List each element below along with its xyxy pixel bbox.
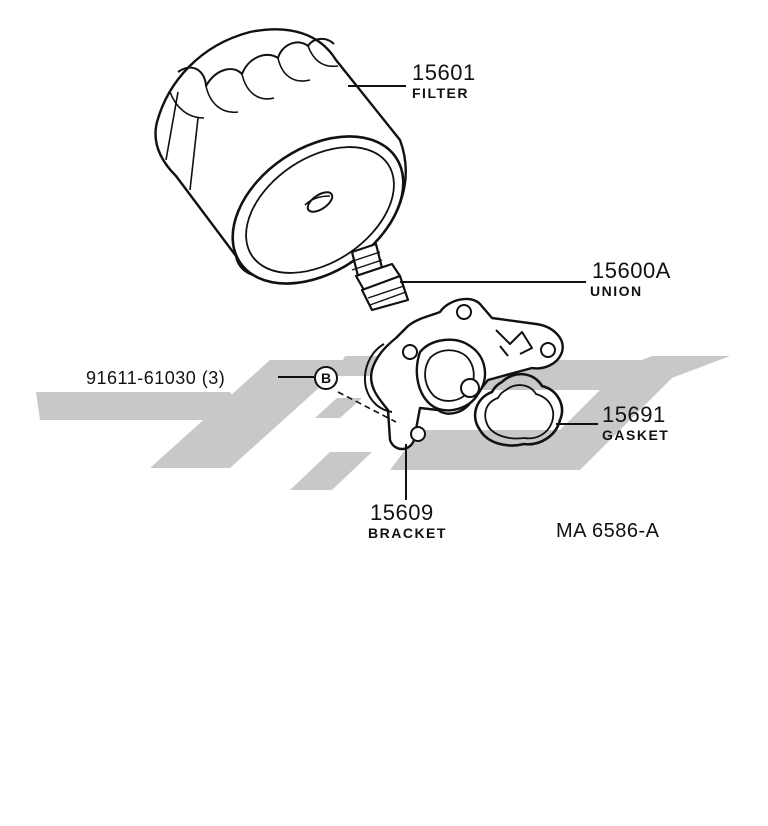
oil-filter-drawing <box>154 28 407 285</box>
watermark-logo <box>36 356 730 490</box>
gasket-drawing <box>473 372 564 447</box>
union-drawing <box>349 242 410 312</box>
union-part-number: 15600A <box>592 258 671 283</box>
diagram-code: MA 6586-A <box>556 520 660 542</box>
bolt-marker-badge: B <box>314 366 338 390</box>
bracket-part-number: 15609 <box>370 500 434 525</box>
bracket-part-name: BRACKET <box>368 525 447 541</box>
filter-part-number: 15601 <box>412 60 476 85</box>
filter-part-name: FILTER <box>412 85 469 101</box>
gasket-part-number: 15691 <box>602 402 666 427</box>
union-part-name: UNION <box>590 283 643 299</box>
gasket-part-name: GASKET <box>602 427 670 443</box>
bolt-part-number: 91611-61030 (3) <box>86 368 226 388</box>
bolt-dashed-line <box>337 391 397 423</box>
bracket-drawing <box>364 297 564 451</box>
